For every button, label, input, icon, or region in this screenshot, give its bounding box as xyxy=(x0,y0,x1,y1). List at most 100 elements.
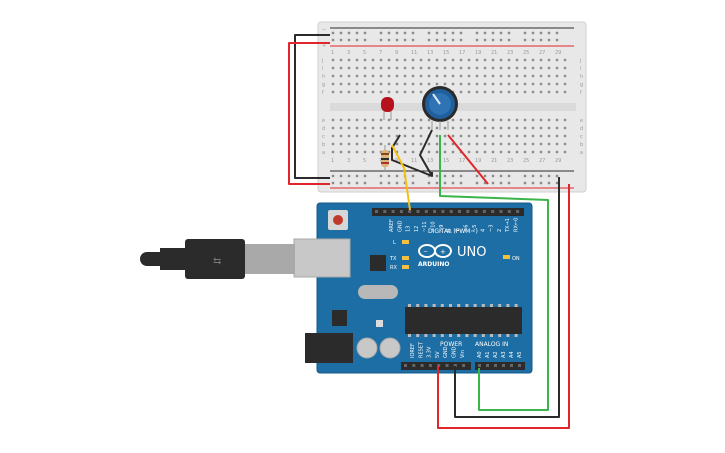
breadboard-hole xyxy=(387,58,391,62)
breadboard-hole xyxy=(379,82,383,86)
breadboard-hole xyxy=(371,74,375,78)
row-letter: d xyxy=(322,126,325,132)
rail-hole xyxy=(395,181,399,185)
rail-hole xyxy=(499,38,503,42)
red-wire-rail-left xyxy=(288,42,330,185)
breadboard-hole xyxy=(491,126,495,130)
breadboard-hole xyxy=(379,74,383,78)
breadboard-hole xyxy=(531,58,535,62)
breadboard-hole xyxy=(467,90,471,94)
breadboard-hole xyxy=(331,118,335,122)
breadboard-hole xyxy=(387,82,391,86)
breadboard-hole xyxy=(379,142,383,146)
breadboard-hole xyxy=(555,142,559,146)
column-number: 21 xyxy=(491,50,497,56)
breadboard-hole xyxy=(371,58,375,62)
breadboard-hole xyxy=(459,126,463,130)
rail-hole xyxy=(339,31,343,35)
breadboard-hole xyxy=(395,66,399,70)
column-number: 9 xyxy=(395,50,398,56)
wires xyxy=(288,34,570,429)
breadboard-hole xyxy=(339,142,343,146)
rail-hole xyxy=(483,181,487,185)
power-pin-label: Vin xyxy=(460,350,466,358)
breadboard-hole xyxy=(515,126,519,130)
rail-hole xyxy=(547,31,551,35)
rail-hole xyxy=(507,181,511,185)
rail-hole xyxy=(531,174,535,178)
breadboard-hole xyxy=(539,90,543,94)
breadboard-hole xyxy=(387,142,391,146)
potentiometer[interactable] xyxy=(422,86,458,130)
rail-hole xyxy=(435,181,439,185)
breadboard-hole xyxy=(443,58,447,62)
breadboard-hole xyxy=(563,126,567,130)
breadboard-hole xyxy=(331,142,335,146)
breadboard-hole xyxy=(523,66,527,70)
breadboard-hole xyxy=(395,126,399,130)
breadboard-hole xyxy=(523,118,527,122)
rail-hole xyxy=(483,31,487,35)
breadboard-hole xyxy=(395,82,399,86)
breadboard-hole xyxy=(435,150,439,154)
breadboard-hole xyxy=(459,74,463,78)
breadboard-hole xyxy=(507,58,511,62)
red-led[interactable] xyxy=(381,97,394,120)
rail-hole xyxy=(523,38,527,42)
rail-hole xyxy=(355,31,359,35)
breadboard-hole xyxy=(563,66,567,70)
breadboard-hole xyxy=(379,66,383,70)
breadboard-hole xyxy=(467,74,471,78)
breadboard-hole xyxy=(363,118,367,122)
digital-pin-label: 2 xyxy=(497,229,503,232)
breadboard-hole xyxy=(427,118,431,122)
breadboard-hole xyxy=(395,90,399,94)
capacitor-1 xyxy=(356,337,378,359)
rail-hole xyxy=(499,31,503,35)
rail-hole xyxy=(347,38,351,42)
breadboard-hole xyxy=(451,126,455,130)
breadboard-hole xyxy=(499,90,503,94)
breadboard-hole xyxy=(403,150,407,154)
breadboard-hole xyxy=(475,142,479,146)
breadboard-hole xyxy=(555,118,559,122)
column-number: 11 xyxy=(411,158,417,164)
breadboard-hole xyxy=(355,126,359,130)
rail-hole xyxy=(355,38,359,42)
column-number: 29 xyxy=(555,158,561,164)
reset-button-cap[interactable] xyxy=(333,215,343,225)
breadboard-hole xyxy=(547,134,551,138)
breadboard-hole xyxy=(523,82,527,86)
resistor[interactable] xyxy=(381,145,389,172)
rail-hole xyxy=(435,31,439,35)
small-component xyxy=(376,320,383,327)
usb-cable[interactable]: ⇆ xyxy=(140,239,295,279)
rail-hole xyxy=(427,174,431,178)
rail-hole xyxy=(387,38,391,42)
breadboard-hole xyxy=(475,82,479,86)
breadboard-hole xyxy=(355,90,359,94)
breadboard-hole xyxy=(539,150,543,154)
rail-hole xyxy=(539,38,543,42)
row-letter: j xyxy=(321,58,323,64)
breadboard-hole xyxy=(387,90,391,94)
power-pin-label: IOREF xyxy=(410,343,416,358)
row-letter: e xyxy=(580,118,583,124)
column-number: 15 xyxy=(443,158,449,164)
column-number: 17 xyxy=(459,50,465,56)
rail-hole xyxy=(451,31,455,35)
power-pin-label: GND xyxy=(443,346,449,358)
breadboard-hole xyxy=(507,142,511,146)
rail-hole xyxy=(531,31,535,35)
rail-hole xyxy=(491,38,495,42)
breadboard-hole xyxy=(435,126,439,130)
column-number: 1 xyxy=(331,158,334,164)
rail-hole xyxy=(443,181,447,185)
breadboard-hole xyxy=(331,134,335,138)
breadboard-hole xyxy=(355,150,359,154)
breadboard-hole xyxy=(539,118,543,122)
breadboard-hole xyxy=(507,90,511,94)
breadboard-hole xyxy=(515,134,519,138)
